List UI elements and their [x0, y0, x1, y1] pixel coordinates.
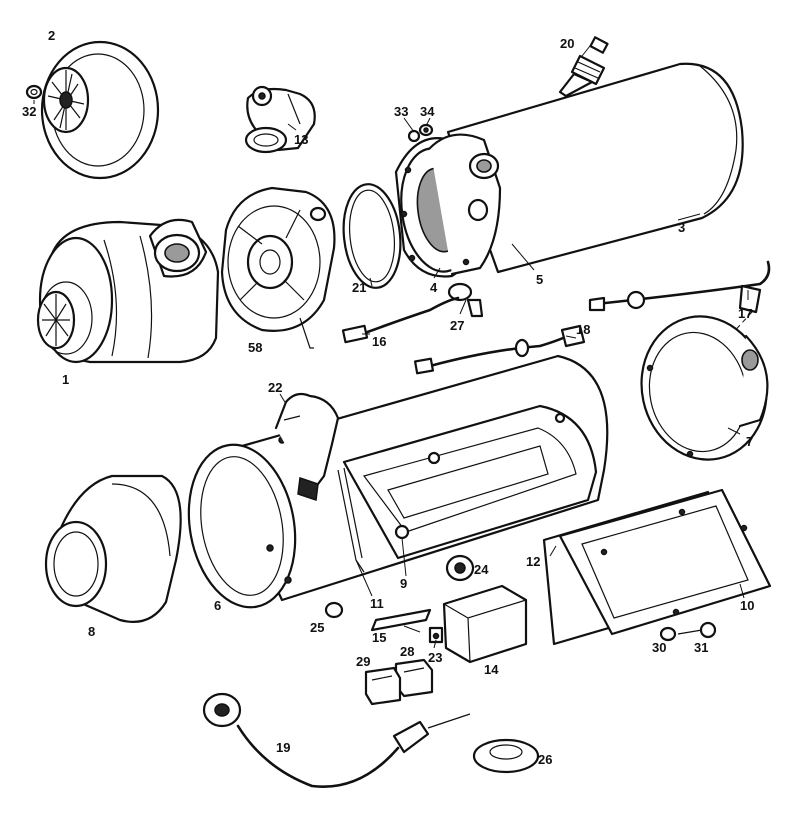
part-22-handle — [274, 392, 340, 502]
callout-labels: 1 2 3 4 5 6 7 8 9 10 11 12 13 14 15 16 1… — [22, 28, 754, 767]
part-33-washer — [407, 129, 421, 143]
callout-18: 18 — [576, 322, 590, 337]
callout-20: 20 — [560, 36, 574, 51]
callout-1: 1 — [62, 372, 69, 387]
callout-32: 32 — [22, 104, 36, 119]
callout-11: 11 — [370, 596, 384, 611]
callout-12: 12 — [526, 554, 540, 569]
callout-29: 29 — [356, 654, 370, 669]
callout-3: 3 — [678, 220, 685, 235]
callout-34: 34 — [420, 104, 435, 119]
callout-28: 28 — [400, 644, 414, 659]
callout-10: 10 — [740, 598, 754, 613]
part-21-gasket — [342, 183, 402, 289]
part-26-pad — [472, 738, 540, 774]
callout-5: 5 — [536, 272, 543, 287]
part-17-ignition-lead — [588, 260, 771, 337]
part-15-plate — [370, 608, 432, 632]
part-13-elbow-connector — [244, 85, 316, 154]
part-32-clip — [25, 84, 43, 100]
part-30-washer — [659, 626, 677, 642]
callout-25: 25 — [310, 620, 324, 635]
callout-6: 6 — [214, 598, 221, 613]
callout-13: 13 — [294, 132, 308, 147]
leader-lines — [33, 45, 749, 649]
callout-19: 19 — [276, 740, 290, 755]
callout-58: 58 — [248, 340, 262, 355]
part-58-blower-cover — [220, 186, 336, 349]
callout-24: 24 — [474, 562, 489, 577]
part-31-screw — [677, 621, 717, 639]
part-7-end-ring — [640, 315, 769, 461]
part-16-wiring-harness — [341, 296, 460, 344]
callout-15: 15 — [372, 630, 386, 645]
part-3-combustion-chamber — [446, 62, 744, 274]
callout-31: 31 — [694, 640, 708, 655]
part-2-impeller — [40, 40, 160, 180]
callout-26: 26 — [538, 752, 552, 767]
callout-2: 2 — [48, 28, 55, 43]
part-10-bottom-tray — [558, 488, 772, 636]
callout-23: 23 — [428, 650, 442, 665]
part-1-fan-housing — [36, 218, 220, 364]
callout-14: 14 — [484, 662, 499, 677]
part-5-burner-flange — [394, 133, 502, 278]
callout-27: 27 — [450, 318, 464, 333]
part-28-switch — [394, 658, 434, 698]
callout-9: 9 — [400, 576, 407, 591]
part-19-probe-cable — [202, 692, 471, 788]
callout-4: 4 — [430, 280, 438, 295]
part-27-sensor — [447, 282, 484, 318]
callout-30: 30 — [652, 640, 666, 655]
callout-17: 17 — [738, 306, 752, 321]
part-29-switch — [364, 666, 402, 706]
callout-7: 7 — [746, 434, 753, 449]
callout-16: 16 — [372, 334, 386, 349]
part-9-base-frame — [342, 404, 598, 560]
part-25-cap — [324, 601, 344, 619]
part-23-terminal — [428, 626, 444, 644]
part-8-nose-cone — [44, 474, 182, 623]
callout-33: 33 — [394, 104, 408, 119]
part-14-control-box — [442, 584, 528, 664]
part-24-grommet — [445, 554, 475, 582]
callout-22: 22 — [268, 380, 282, 395]
callout-21: 21 — [352, 280, 366, 295]
callout-8: 8 — [88, 624, 95, 639]
part-34-nut — [418, 123, 434, 137]
